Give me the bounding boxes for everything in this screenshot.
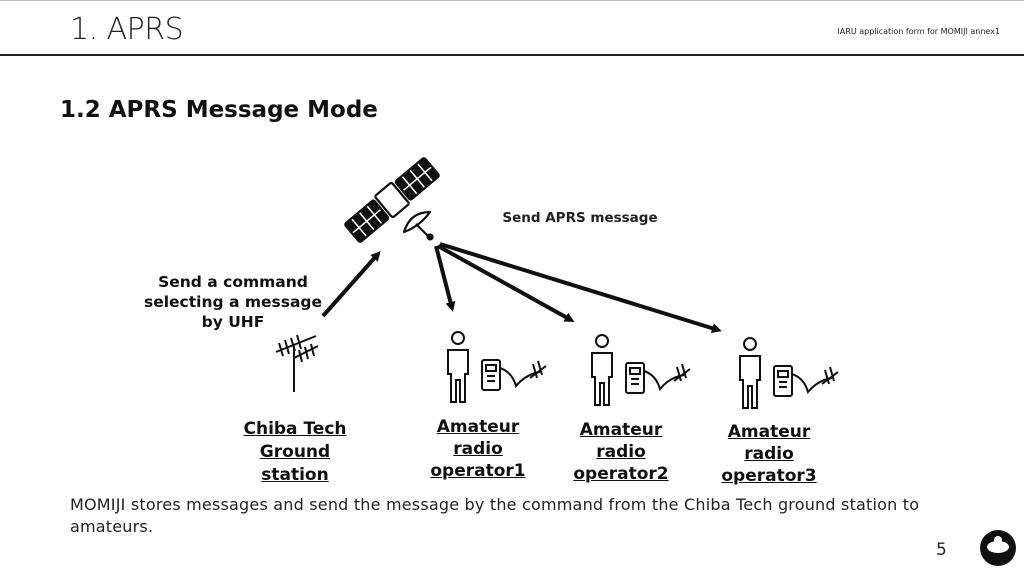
operator-label-line: radio	[453, 439, 503, 459]
uplink-arrow	[321, 251, 381, 318]
uplink-command-line: Send a command	[158, 273, 308, 291]
arrows	[321, 242, 722, 334]
uplink-command-label: Send a command selecting a message by UH…	[138, 272, 328, 332]
ground-station-label: Chiba Tech Ground station	[225, 418, 365, 487]
person-icon	[447, 331, 469, 403]
operator2-group	[591, 334, 691, 406]
person-icon	[739, 337, 761, 409]
satellite-icon	[344, 157, 440, 243]
top-rule	[0, 0, 1024, 1]
operator-label-line: Amateur	[579, 420, 663, 440]
operator-label-line: radio	[744, 444, 794, 464]
operator-label-line: Amateur	[727, 422, 811, 442]
operator-label-line: radio	[596, 442, 646, 462]
ground-station-line: Chiba Tech	[243, 419, 347, 439]
operator-label-line: operator3	[721, 466, 817, 486]
operator1-group	[447, 331, 547, 403]
send-aprs-message-label: Send APRS message	[502, 210, 658, 226]
header-divider	[0, 54, 1024, 56]
yagi-antenna-icon	[275, 334, 319, 392]
operator-label-line: Amateur	[436, 417, 520, 437]
header-note: IARU application form for MOMIJI annex1	[837, 27, 1000, 36]
uplink-command-line: selecting a message	[143, 293, 323, 311]
handheld-radio-icon	[481, 359, 547, 391]
slide-title: 1.2 APRS Message Mode	[60, 97, 378, 123]
operator-label-line: operator2	[573, 464, 669, 484]
ground-station-line: station	[261, 465, 329, 485]
downlink-arrow-3	[439, 242, 722, 334]
handheld-radio-icon	[773, 365, 839, 397]
page-number: 5	[936, 540, 947, 560]
downlink-arrow-2	[437, 244, 575, 322]
logo-icon	[980, 530, 1016, 566]
operator3-label: Amateur radio operator3	[709, 421, 829, 487]
operator2-label: Amateur radio operator2	[561, 419, 681, 485]
person-icon	[591, 334, 613, 406]
section-title: 1. APRS	[70, 12, 184, 47]
ground-station-line: Ground	[259, 442, 331, 462]
handheld-radio-icon	[625, 362, 691, 394]
downlink-arrow-1	[434, 245, 456, 312]
slide-caption: MOMIJI stores messages and send the mess…	[70, 495, 920, 536]
uplink-command-line: by UHF	[201, 313, 265, 331]
operator-label-line: operator1	[430, 461, 526, 481]
operator3-group	[739, 337, 839, 409]
operator1-label: Amateur radio operator1	[418, 416, 538, 482]
